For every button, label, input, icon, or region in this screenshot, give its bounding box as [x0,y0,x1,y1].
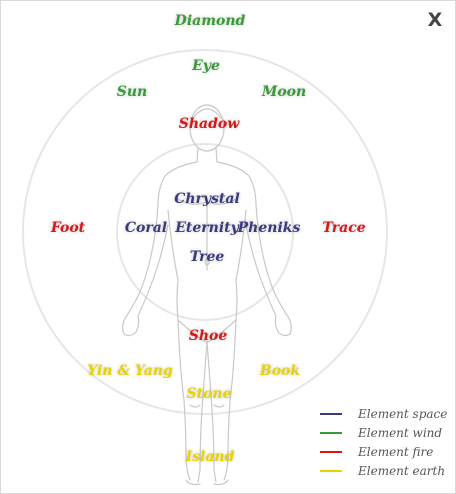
label-sun[interactable]: Sun [116,84,148,100]
legend-label-wind: Element wind [358,425,443,440]
label-eye[interactable]: Eye [192,58,220,74]
legend-swatch-earth [320,469,342,472]
legend-swatch-space [320,412,342,415]
label-shadow[interactable]: Shadow [178,116,240,132]
legend-item-fire: Element fire [320,442,447,461]
legend-item-space: Element space [320,404,447,423]
label-pheniks[interactable]: Pheniks [237,220,301,236]
label-tree[interactable]: Tree [189,249,225,265]
label-diamond[interactable]: Diamond [174,13,246,29]
close-button[interactable]: X [427,9,443,31]
human-body-figure [122,104,292,486]
legend-label-space: Element space [358,406,448,421]
legend-label-fire: Element fire [358,444,434,459]
label-eternity[interactable]: Eternity [175,220,239,236]
legend: Element space Element wind Element fire … [320,404,447,480]
inner-ring [116,143,294,321]
legend-swatch-fire [320,450,342,453]
label-shoe[interactable]: Shoe [188,328,228,344]
label-foot[interactable]: Foot [50,220,86,236]
label-coral[interactable]: Coral [124,220,168,236]
outer-ring [22,49,388,415]
label-stone[interactable]: Stone [186,386,232,402]
label-moon[interactable]: Moon [261,84,307,100]
legend-item-wind: Element wind [320,423,447,442]
label-chrystal[interactable]: Chrystal [174,191,240,207]
label-yin-yang[interactable]: Yin & Yang [87,363,173,379]
label-island[interactable]: Island [185,449,235,465]
label-book[interactable]: Book [259,363,301,379]
legend-label-earth: Element earth [358,463,446,478]
label-trace[interactable]: Trace [322,220,366,236]
legend-item-earth: Element earth [320,461,447,480]
legend-swatch-wind [320,431,342,434]
